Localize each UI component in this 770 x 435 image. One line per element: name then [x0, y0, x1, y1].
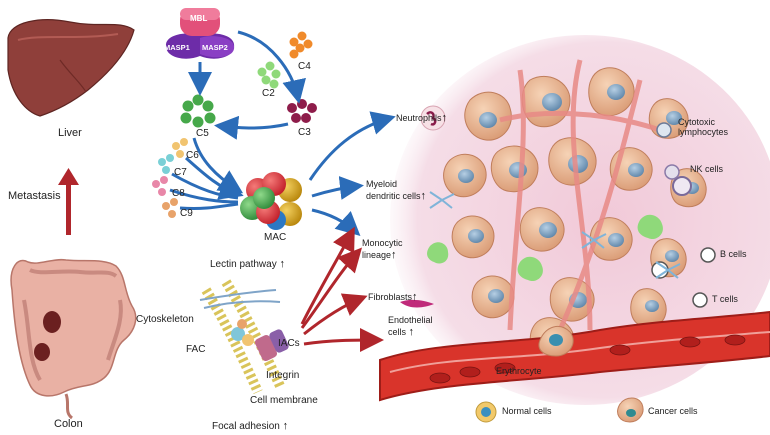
erythrocyte-label: Erythrocyte: [496, 366, 542, 376]
focal-adhesion-label: Focal adhesion ↑: [212, 420, 289, 432]
neutrophils-label: Neutrophils↑: [396, 112, 448, 124]
metastasis-arrow: [58, 168, 79, 235]
mac-label: MAC: [264, 232, 287, 243]
b-cells-label: B cells: [720, 249, 747, 259]
legend-normal-cells-label: Normal cells: [502, 406, 552, 416]
fac-complex: [231, 319, 254, 346]
c7-label: C7: [174, 167, 187, 178]
metastasis-label: Metastasis: [8, 190, 61, 202]
nk-cells-label: NK cells: [690, 164, 724, 174]
c4-label: C4: [298, 61, 311, 72]
c2-label: C2: [262, 88, 275, 99]
c7-cluster: [158, 154, 174, 174]
c3-cluster: [287, 99, 317, 123]
integrin-label: Integrin: [266, 370, 300, 381]
legend-normal-cell-symbol: [475, 401, 497, 423]
c8-cluster: [152, 176, 168, 196]
fibroblasts-label: Fibroblasts↑: [368, 291, 418, 303]
colon-label: Colon: [54, 418, 83, 430]
colon-illustration: [10, 258, 137, 420]
c6-cluster: [172, 138, 188, 158]
cytoskeleton-label: Cytoskeleton: [136, 314, 194, 325]
legend-cancer-cell-symbol: [617, 397, 644, 423]
integrin: [254, 329, 289, 361]
t-cells-label: T cells: [712, 294, 738, 304]
c8-label: C8: [172, 188, 185, 199]
c5-label: C5: [196, 128, 209, 139]
liver-label: Liver: [58, 127, 82, 139]
immune-cells: [400, 105, 716, 366]
cytotoxic-lymphocytes-label: Cytotoxic lymphocytes: [678, 117, 729, 137]
legend-cancer-cells-label: Cancer cells: [648, 406, 698, 416]
lectin-pathway-label: Lectin pathway ↑: [210, 258, 285, 270]
c3-label: C3: [298, 127, 311, 138]
mbl-label: MBL: [190, 14, 208, 23]
myeloid-dendritic-label: Myeloid dendritic cells↑: [366, 179, 427, 202]
focal-adhesion-arrows: [300, 226, 384, 353]
complement-arrows: [169, 30, 396, 237]
c6-label: C6: [186, 150, 199, 161]
blood-vessel: [379, 310, 770, 402]
masp1-label: MASP1: [164, 43, 190, 52]
monocytic-lineage-label: Monocytic lineage↑: [362, 238, 403, 261]
liver-illustration: [7, 19, 135, 117]
c5-cluster: [180, 94, 216, 128]
mbl-masp-complex: [165, 8, 235, 59]
cell-membrane: [199, 279, 285, 395]
tumor-tissue: [379, 35, 770, 405]
fac-label: FAC: [186, 344, 206, 355]
cell-membrane-label: Cell membrane: [250, 395, 318, 406]
iacs-label: IACs: [278, 338, 300, 349]
endothelial-cells-label: Endothelial cells ↑: [388, 315, 433, 338]
masp2-label: MASP2: [202, 43, 228, 52]
c2-cluster: [257, 61, 281, 89]
c9-label: C9: [180, 208, 193, 219]
c9-cluster: [162, 198, 178, 218]
c4-cluster: [289, 31, 313, 59]
mac-complex: [240, 172, 302, 230]
